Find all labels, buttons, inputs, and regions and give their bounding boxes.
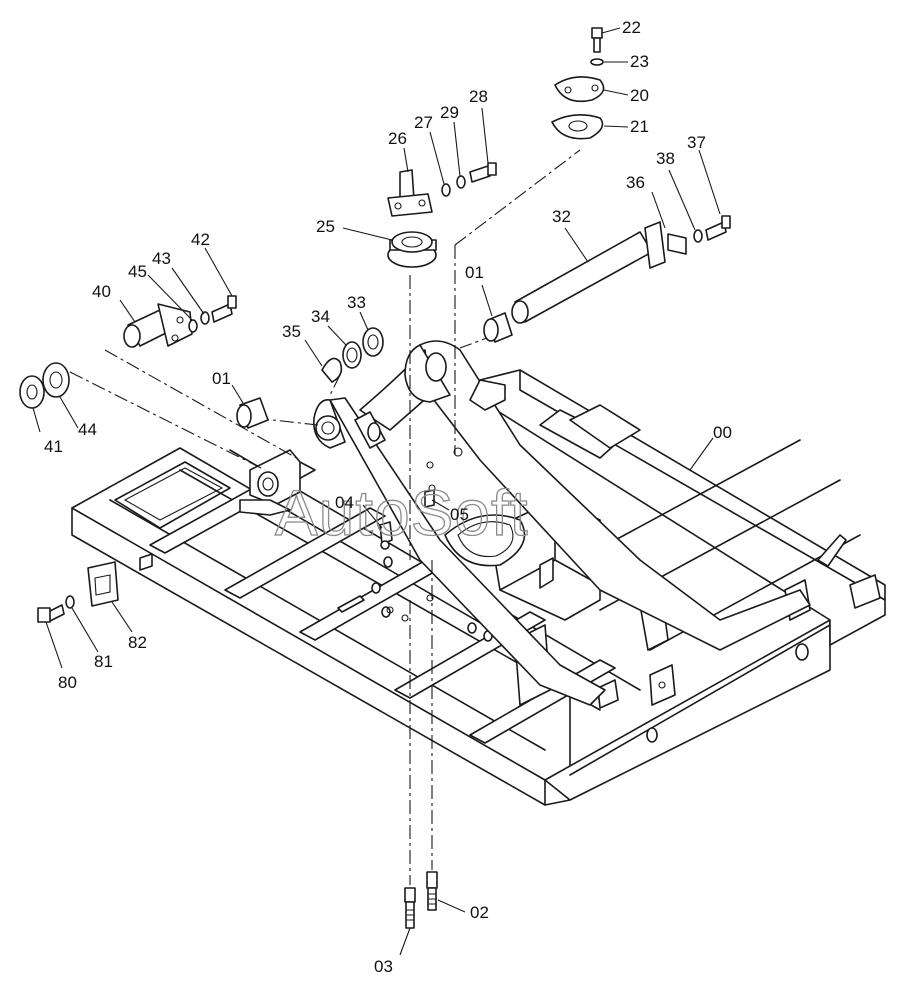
label-21: 21 — [630, 117, 649, 136]
bushing-01-left — [236, 397, 269, 429]
label-28: 28 — [469, 87, 488, 106]
pin-32 — [511, 221, 666, 324]
shim-33 — [362, 327, 384, 357]
latch-82 — [87, 553, 153, 607]
bolt-22 — [591, 27, 603, 53]
bushing-01-right — [483, 312, 513, 343]
cover-20 — [554, 76, 605, 103]
boom-bracket — [239, 340, 811, 706]
gasket-21 — [551, 114, 604, 140]
washer-81 — [65, 595, 75, 609]
label-34: 34 — [311, 307, 330, 326]
washer-41 — [19, 375, 45, 409]
label-82: 82 — [128, 633, 147, 652]
washer-23 — [590, 58, 604, 66]
label-05: 05 — [450, 505, 469, 524]
fitting-04 — [379, 521, 393, 550]
label-29: 29 — [440, 103, 459, 122]
label-26: 26 — [388, 129, 407, 148]
label-03: 03 — [374, 957, 393, 976]
bolt-80 — [37, 604, 65, 623]
label-32: 32 — [552, 207, 571, 226]
washer-29 — [456, 175, 466, 189]
bolt-28 — [469, 162, 497, 183]
label-45: 45 — [128, 262, 147, 281]
label-25: 25 — [316, 217, 335, 236]
label-43: 43 — [152, 249, 171, 268]
label-81: 81 — [94, 652, 113, 671]
bolt-02 — [426, 871, 438, 911]
leader-lines — [32, 27, 721, 956]
label-23: 23 — [630, 52, 649, 71]
label-27: 27 — [414, 113, 433, 132]
label-37: 37 — [687, 133, 706, 152]
pin-40 — [123, 303, 193, 348]
label-01-left: 01 — [212, 369, 231, 388]
seal-25 — [387, 231, 437, 268]
bolt-03 — [404, 887, 416, 929]
label-02: 02 — [470, 903, 489, 922]
ring-35 — [321, 357, 343, 383]
washer-43 — [200, 311, 210, 325]
washer-38 — [693, 229, 703, 243]
washer-27 — [441, 183, 451, 197]
label-38: 38 — [656, 149, 675, 168]
bolt-42 — [211, 295, 237, 323]
label-35: 35 — [282, 322, 301, 341]
watermark: AutoSoft — [275, 477, 529, 549]
label-41: 41 — [44, 437, 63, 456]
label-44: 44 — [78, 420, 97, 439]
label-00: 00 — [713, 423, 732, 442]
washer-44 — [42, 362, 70, 398]
label-40: 40 — [92, 282, 111, 301]
label-22: 22 — [622, 18, 641, 37]
bolt-37 — [705, 215, 731, 241]
label-33: 33 — [347, 293, 366, 312]
washer-45 — [188, 319, 198, 333]
label-04: 04 — [335, 493, 354, 512]
plate-36 — [667, 233, 687, 255]
label-20: 20 — [630, 86, 649, 105]
label-42: 42 — [191, 230, 210, 249]
label-36: 36 — [626, 173, 645, 192]
pin-26 — [387, 169, 433, 217]
part-labels: 00 01 01 02 03 04 05 20 21 22 23 25 26 2… — [44, 18, 732, 976]
shim-34 — [342, 341, 362, 369]
fitting-05 — [424, 489, 435, 508]
label-01-right: 01 — [465, 263, 484, 282]
label-80: 80 — [58, 673, 77, 692]
